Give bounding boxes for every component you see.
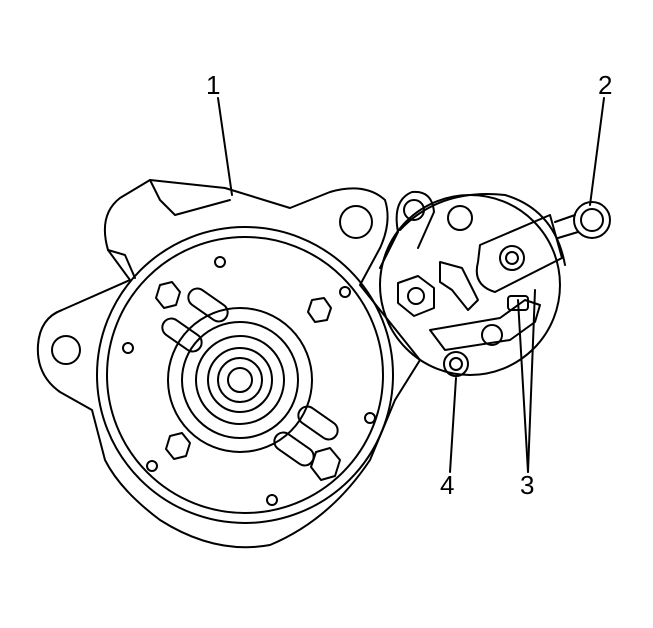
hex-bolt (307, 297, 332, 323)
hex-bolt (310, 447, 341, 481)
terminal-cap (573, 201, 611, 239)
bearing-ring-3 (195, 335, 285, 425)
terminal-block-stud (499, 245, 525, 271)
lower-bracket (429, 299, 541, 351)
plate-hole (266, 494, 278, 506)
leader-2 (589, 97, 605, 206)
leader-1 (217, 97, 233, 196)
small-bolt-inner (449, 357, 463, 371)
hex-bolt (155, 281, 181, 309)
hex-bolt (165, 432, 191, 460)
ring-connector-eye (403, 199, 425, 221)
brush-slot (273, 431, 315, 467)
bearing-ring-5 (217, 357, 263, 403)
callout-4: 4 (440, 470, 455, 500)
end-plate-inner (106, 236, 384, 514)
callout-1: 1 (206, 70, 221, 100)
end-plate-outer (96, 226, 394, 524)
plate-hole (364, 412, 376, 424)
bearing-ring-2 (181, 321, 299, 439)
callout-2: 2 (598, 70, 613, 100)
plate-hole (122, 342, 134, 354)
terminal-nut-center (407, 287, 425, 305)
plate-hole (339, 286, 351, 298)
solenoid-stud (447, 205, 473, 231)
terminal-block (475, 214, 563, 293)
leader-3b (527, 289, 536, 473)
leader-4 (449, 377, 457, 473)
brush-slot (187, 287, 229, 323)
housing-outline (36, 179, 421, 549)
small-bolt (443, 351, 469, 377)
housing-ridge-left (107, 249, 136, 279)
left-mount-hole (51, 335, 81, 365)
housing-ridge (149, 179, 231, 216)
callout-3: 3 (520, 470, 535, 500)
terminal-cap-inner (580, 208, 604, 232)
bearing-ring-1 (167, 307, 313, 453)
upper-mount-hole (339, 205, 373, 239)
brush-slot (161, 317, 203, 353)
ring-connector (379, 190, 435, 269)
plate-hole (214, 256, 226, 268)
leader-3a (517, 299, 529, 473)
plate-hole (146, 460, 158, 472)
terminal-block-stud-inner (505, 251, 519, 265)
bearing-center (227, 367, 253, 393)
lower-bracket-hole (481, 324, 503, 346)
contact-strap (439, 261, 479, 311)
brush-slot (297, 405, 339, 441)
terminal-cap-shank (554, 214, 579, 239)
terminal-nut (397, 275, 435, 317)
bearing-ring-4 (207, 347, 273, 413)
